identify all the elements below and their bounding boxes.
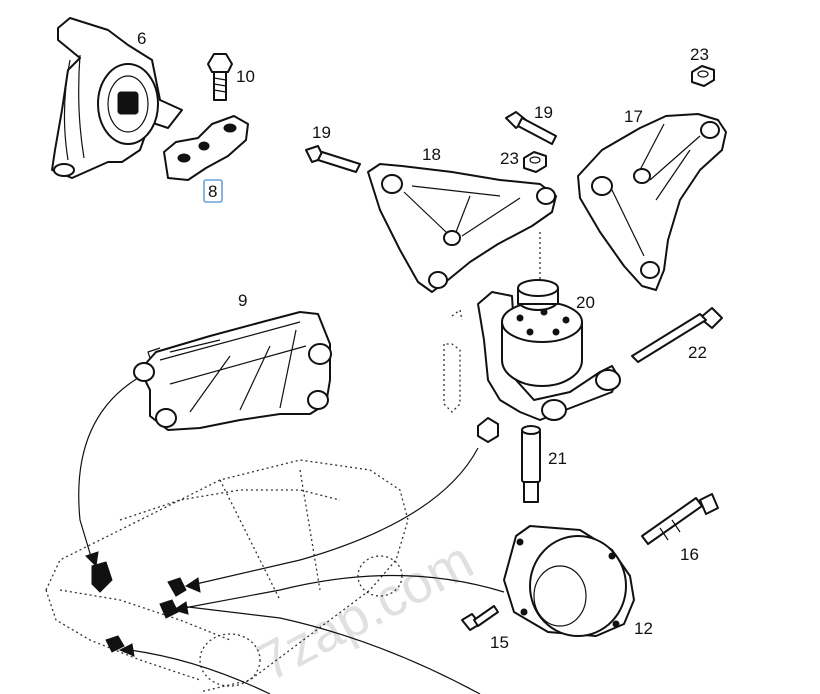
callout-17[interactable]: 17	[624, 107, 643, 126]
callout-23-middle[interactable]: 23	[500, 149, 519, 168]
part-22-bolt[interactable]	[631, 307, 723, 363]
callout-18[interactable]: 18	[422, 145, 441, 164]
part-17-bracket[interactable]	[577, 113, 727, 291]
part-10-bolt[interactable]	[207, 53, 233, 101]
part-23-nut-middle[interactable]	[523, 151, 547, 173]
callout-6[interactable]: 6	[137, 29, 146, 48]
part-16-bolt[interactable]	[641, 493, 719, 545]
callout-16[interactable]: 16	[680, 545, 699, 564]
callout-10[interactable]: 10	[236, 67, 255, 86]
part-18-bracket[interactable]	[367, 163, 557, 293]
part-20-front-mount[interactable]	[477, 232, 621, 421]
bushing[interactable]	[477, 417, 499, 443]
part-19-bolt-left[interactable]	[305, 145, 361, 173]
callout-19-left[interactable]: 19	[312, 123, 331, 142]
callout-15[interactable]: 15	[490, 633, 509, 652]
callout-9[interactable]: 9	[238, 291, 247, 310]
part-21-bolt[interactable]	[521, 425, 541, 503]
part-8-link[interactable]	[163, 115, 249, 181]
car-illustration	[45, 459, 409, 693]
part-19-bolt-right[interactable]	[505, 111, 557, 145]
part-23-nut-top[interactable]	[691, 65, 715, 87]
part-6-engine-mount[interactable]	[51, 17, 183, 179]
part-15-bolt[interactable]	[461, 605, 499, 631]
watermark: 7zap.com	[248, 530, 483, 693]
callout-22[interactable]: 22	[688, 343, 707, 362]
callout-23-top[interactable]: 23	[690, 45, 709, 64]
part-12-mount[interactable]	[503, 525, 635, 637]
leader-lines	[78, 377, 505, 694]
callout-20[interactable]: 20	[576, 293, 595, 312]
part-9-bracket[interactable]	[133, 311, 332, 431]
callout-8-selection	[203, 179, 223, 203]
callout-8[interactable]: 8	[208, 182, 217, 201]
callout-21[interactable]: 21	[548, 449, 567, 468]
callout-12[interactable]: 12	[634, 619, 653, 638]
callout-19-right[interactable]: 19	[534, 103, 553, 122]
hidden-bolt	[443, 308, 463, 413]
